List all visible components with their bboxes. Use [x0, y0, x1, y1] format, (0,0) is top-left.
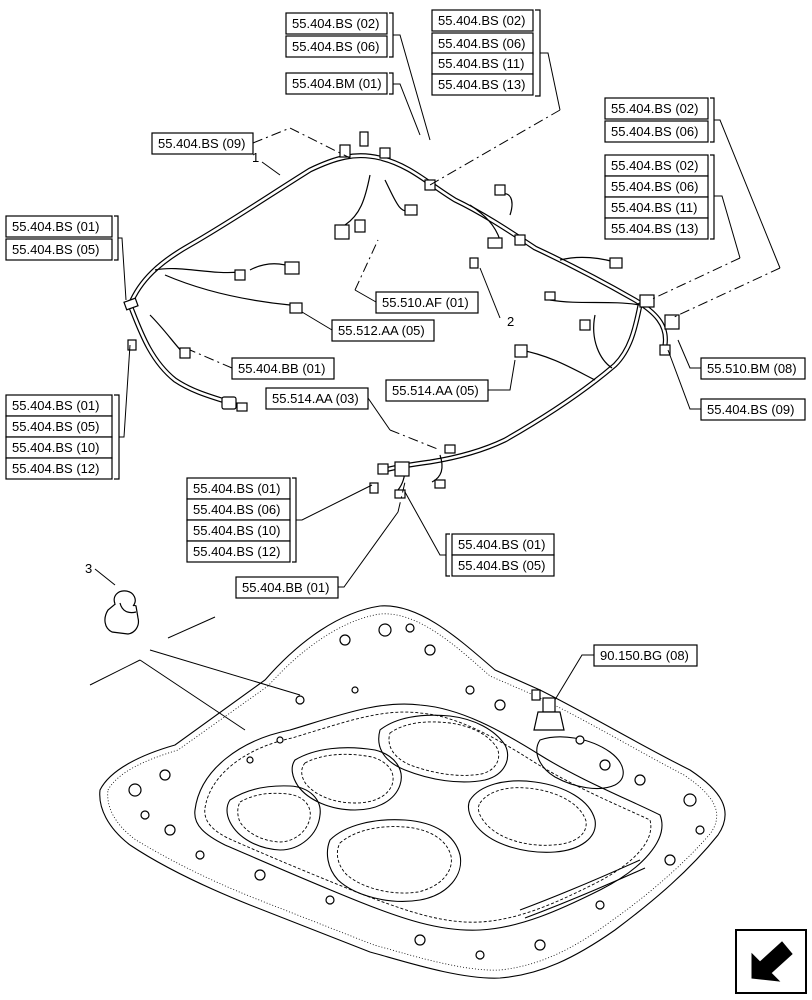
ref-label: 55.404.BS (10) [12, 440, 99, 455]
ref-label: 55.404.BS (12) [193, 544, 280, 559]
ref-label: 55.404.BS (12) [12, 461, 99, 476]
ref-label: 55.404.BS (05) [458, 558, 545, 573]
reference-group-514-aa05: 55.514.AA (05) [385, 359, 516, 402]
reference-group-mid: 55.404.BS (01) 55.404.BS (06) 55.404.BS … [186, 477, 373, 563]
ref-label: 55.404.BS (06) [611, 124, 698, 139]
ref-label: 55.404.BS (02) [611, 101, 698, 116]
ref-label: 55.404.BS (01) [193, 481, 280, 496]
ref-label: 55.514.AA (03) [272, 391, 359, 406]
item-3-callout: 3 [85, 561, 92, 576]
reference-group-top-1: 55.404.BS (02) 55.404.BS (06) [285, 12, 431, 141]
main-wiring-harness [123, 131, 680, 499]
ref-label: 55.512.AA (05) [338, 323, 425, 338]
reference-group-left-1: 55.404.BS (01) 55.404.BS (05) [5, 215, 127, 301]
reference-group-right-1: 55.404.BS (02) 55.404.BS (06) [604, 97, 781, 319]
ref-label: 55.404.BS (10) [193, 523, 280, 538]
cab-roof-panel [89, 605, 726, 979]
ref-label: 55.510.AF (01) [382, 295, 469, 310]
ref-label: 55.404.BS (02) [611, 158, 698, 173]
reference-group-bg08: 90.150.BG (08) [549, 644, 698, 709]
ref-label: 55.404.BS (06) [292, 39, 379, 54]
ref-label: 55.404.BS (09) [158, 136, 245, 151]
reference-group-top-bm: 55.404.BM (01) [285, 72, 421, 136]
ref-label: 55.404.BS (11) [438, 56, 524, 71]
item-1-callout: 1 [252, 150, 259, 165]
ref-label: 55.404.BS (06) [438, 36, 525, 51]
ref-label: 55.404.BB (01) [242, 580, 329, 595]
ref-label: 55.514.AA (05) [392, 383, 479, 398]
reference-group-514-aa03: 55.514.AA (03) [265, 387, 441, 451]
reference-group-top-2: 55.404.BS (02) 55.404.BS (06) 55.404.BS … [429, 9, 561, 186]
reference-group-af01: 55.510.AF (01) [354, 239, 479, 314]
ref-label: 55.404.BS (06) [611, 179, 698, 194]
reference-group-bm08: 55.510.BM (08) [677, 339, 806, 380]
arrow-navigation-icon[interactable] [735, 929, 807, 994]
reference-group-left-2: 55.404.BS (01) 55.404.BS (05) 55.404.BS … [5, 344, 131, 480]
clip-part [104, 590, 140, 635]
ref-label: 55.404.BM (01) [292, 76, 382, 91]
ref-label: 55.404.BS (09) [707, 402, 794, 417]
ref-label: 55.510.BM (08) [707, 361, 797, 376]
reference-group-bb01-bottom: 55.404.BB (01) [235, 481, 406, 599]
reference-group-bs09-right: 55.404.BS (09) [667, 349, 806, 421]
ref-label: 55.404.BS (13) [438, 77, 525, 92]
ref-label: 55.404.BS (05) [12, 419, 99, 434]
ref-label: 55.404.BS (01) [458, 537, 545, 552]
item-2-callout: 2 [507, 314, 514, 329]
ref-label: 55.404.BS (01) [12, 219, 99, 234]
ref-label: 55.404.BS (02) [438, 13, 525, 28]
ref-label: 55.404.BS (06) [193, 502, 280, 517]
reference-group-512-aa05: 55.512.AA (05) [301, 311, 435, 342]
reference-group-bs09-left: 55.404.BS (09) [151, 127, 351, 159]
reference-group-bb01-left: 55.404.BB (01) [189, 349, 335, 380]
ref-label: 55.404.BS (05) [12, 242, 99, 257]
ref-label: 55.404.BS (13) [611, 221, 698, 236]
ref-label: 55.404.BS (01) [12, 398, 99, 413]
reference-group-right-2: 55.404.BS (02) 55.404.BS (06) 55.404.BS … [604, 154, 741, 301]
ref-label: 55.404.BB (01) [238, 361, 325, 376]
reference-group-low: 55.404.BS (01) 55.404.BS (05) [404, 491, 555, 577]
ref-label: 90.150.BG (08) [600, 648, 689, 663]
ref-label: 55.404.BS (02) [292, 16, 379, 31]
ref-label: 55.404.BS (11) [611, 200, 697, 215]
